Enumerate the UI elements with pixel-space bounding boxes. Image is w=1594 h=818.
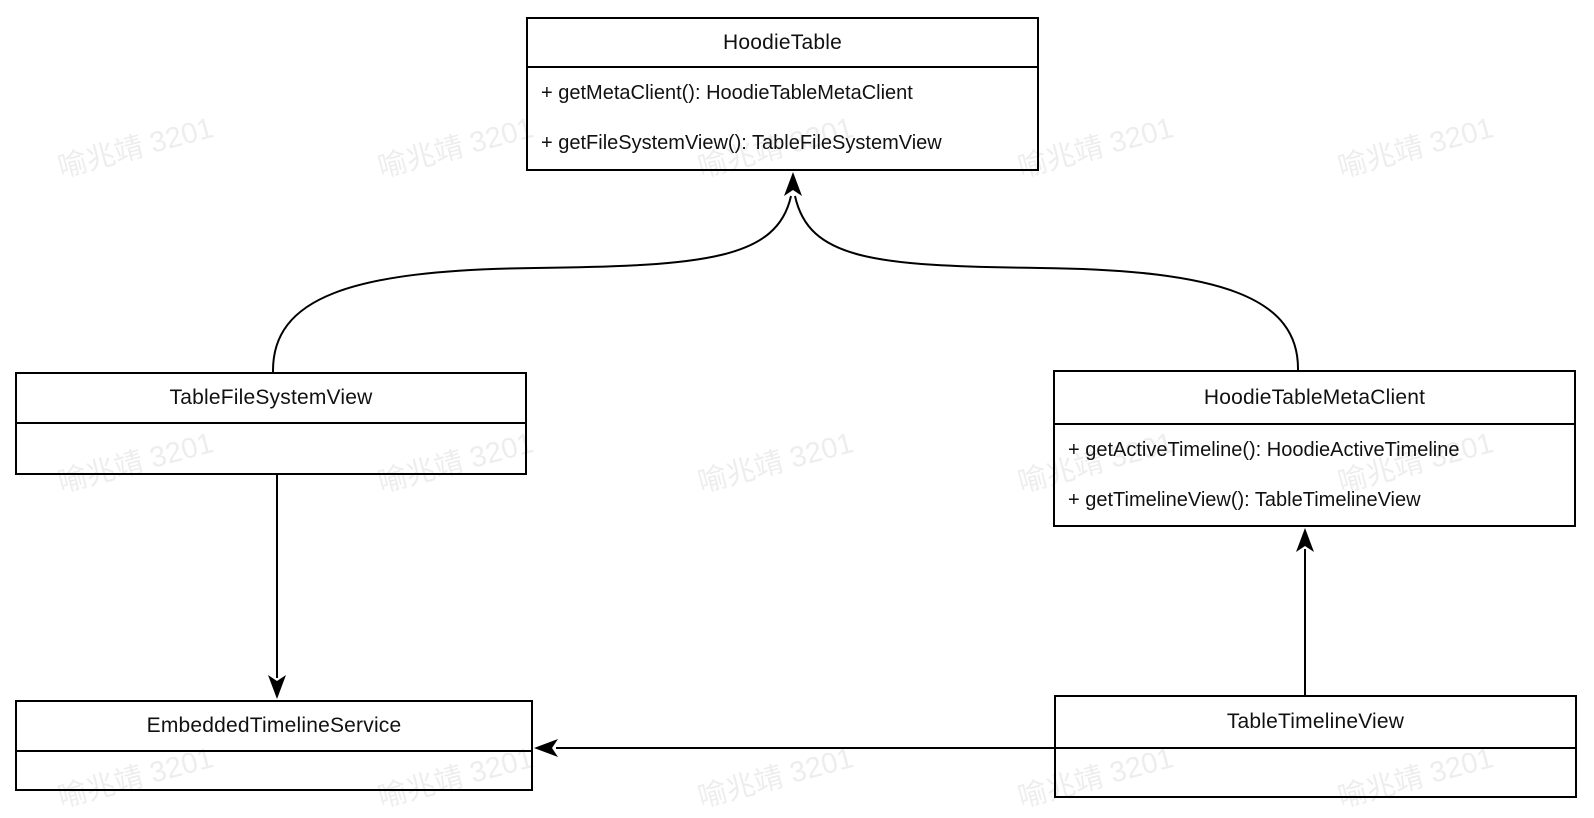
- class-methods-empty: [17, 752, 531, 789]
- edge-tablefilesystemview-to-hoodietable: [271, 195, 792, 373]
- class-hoodietablemetaclient: HoodieTableMetaClient + getActiveTimelin…: [1053, 370, 1576, 527]
- class-methods: + getMetaClient(): HoodieTableMetaClient…: [528, 68, 1037, 169]
- class-title: HoodieTableMetaClient: [1055, 372, 1574, 425]
- class-title: HoodieTable: [528, 19, 1037, 68]
- method: + getMetaClient(): HoodieTableMetaClient: [541, 81, 913, 104]
- class-methods: + getActiveTimeline(): HoodieActiveTimel…: [1055, 425, 1574, 525]
- arrowhead-into-hoodietable: [784, 172, 802, 196]
- method: + getFileSystemView(): TableFileSystemVi…: [541, 132, 942, 155]
- class-title: EmbeddedTimelineService: [17, 702, 531, 752]
- arrowhead-into-hoodietablemetaclient: [1296, 528, 1314, 552]
- method: + getActiveTimeline(): HoodieActiveTimel…: [1068, 438, 1460, 461]
- arrowhead-into-embeddedtimelineservice-right: [534, 739, 558, 757]
- arrowhead-into-embeddedtimelineservice-top: [268, 675, 286, 699]
- class-methods-empty: [17, 424, 525, 473]
- class-title: TableFileSystemView: [17, 374, 525, 424]
- class-title: TableTimelineView: [1056, 697, 1575, 749]
- class-tabletimelineview: TableTimelineView: [1054, 695, 1577, 798]
- edge-hoodietablemetaclient-to-hoodietable: [794, 195, 1300, 371]
- class-methods-empty: [1056, 749, 1575, 796]
- class-tablefilesystemview: TableFileSystemView: [15, 372, 527, 475]
- method: + getTimelineView(): TableTimelineView: [1068, 488, 1421, 511]
- class-embeddedtimelineservice: EmbeddedTimelineService: [15, 700, 533, 791]
- class-hoodietable: HoodieTable + getMetaClient(): HoodieTab…: [526, 17, 1039, 171]
